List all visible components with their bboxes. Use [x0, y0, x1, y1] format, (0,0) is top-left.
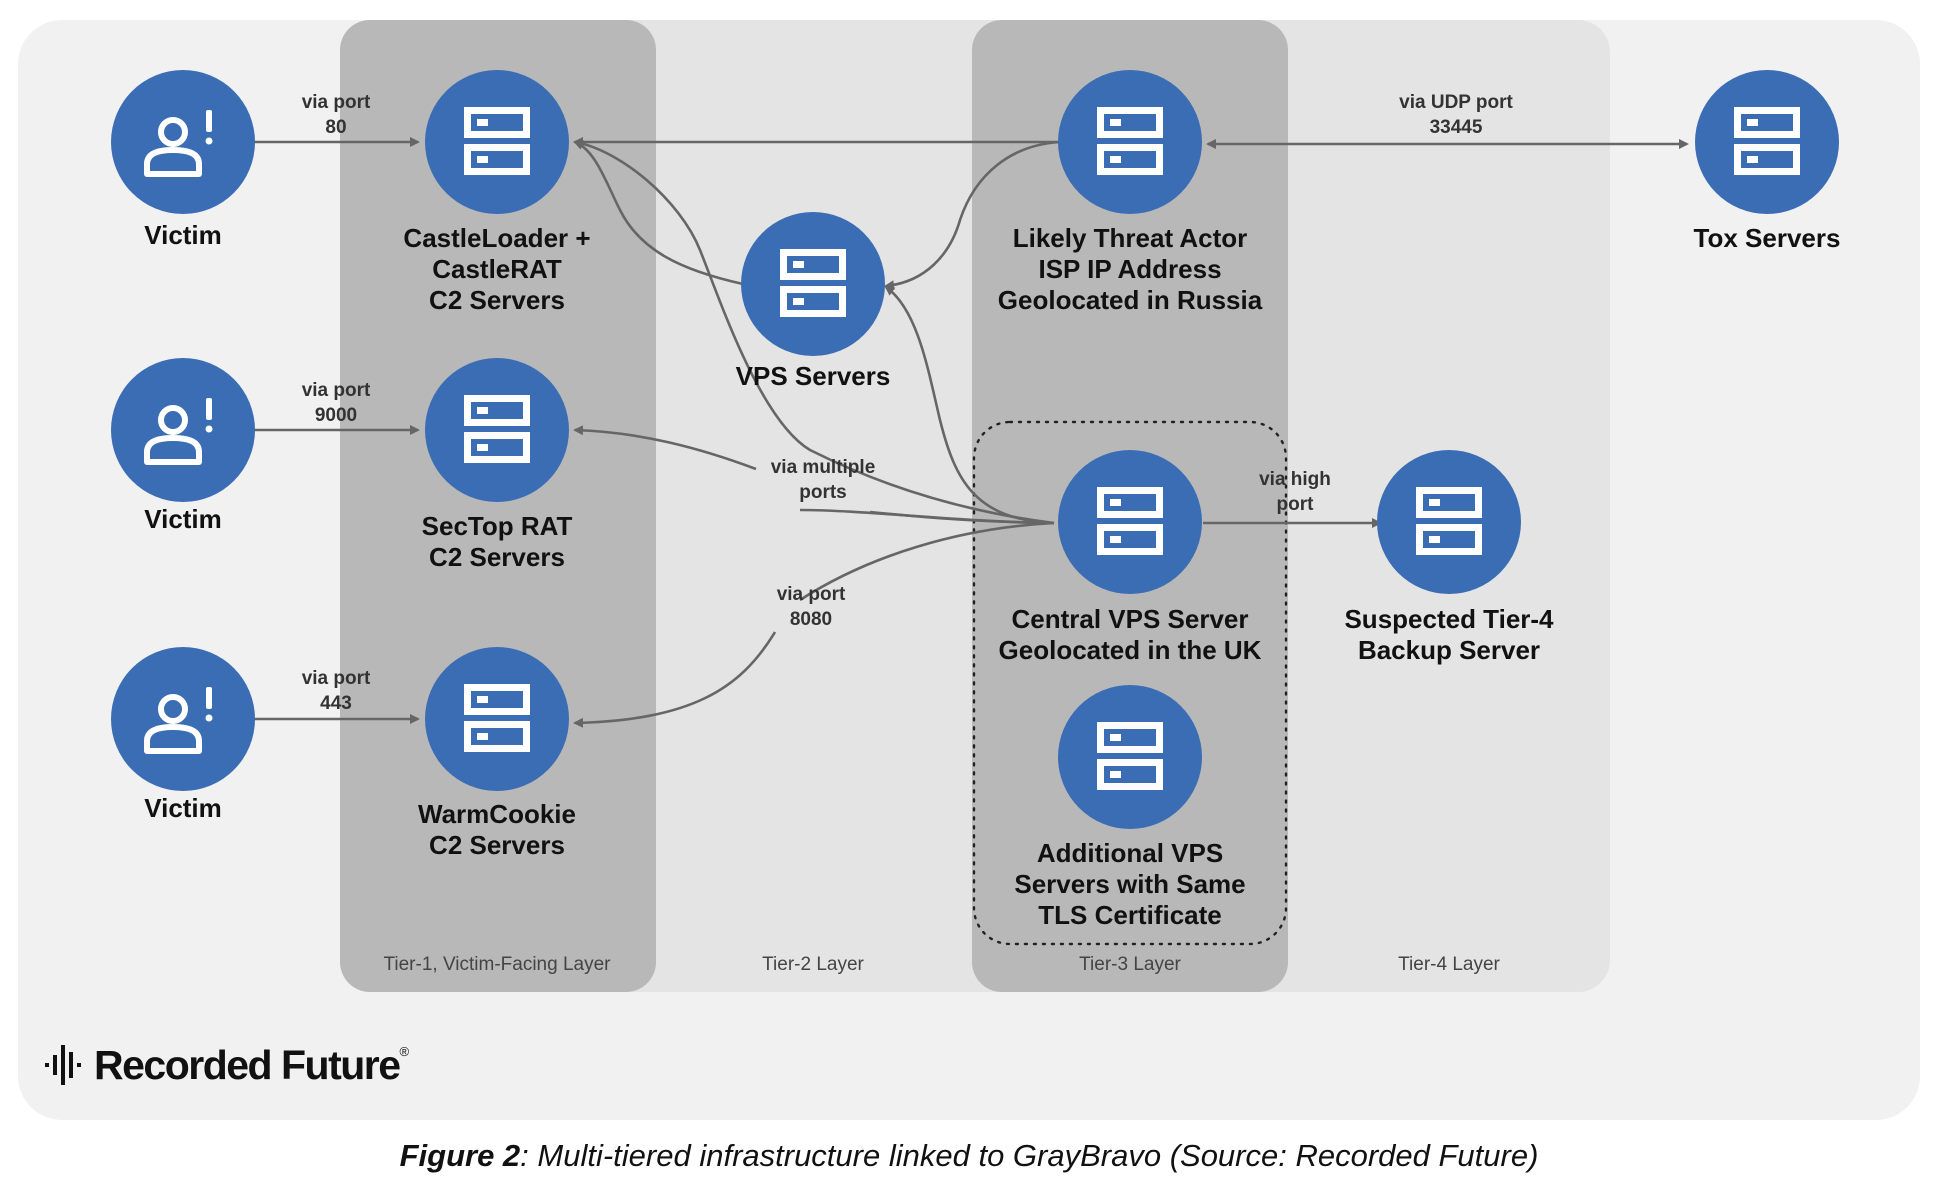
tox-servers-node: Tox Servers — [1694, 70, 1841, 253]
edge-central-castle — [574, 140, 1055, 525]
tls-cluster-border — [972, 420, 1288, 946]
tier3-label: Tier-3 Layer — [1079, 954, 1181, 975]
tier2-label: Tier-2 Layer — [762, 954, 864, 975]
logo-text: Recorded Future — [94, 1041, 401, 1088]
edge-central-8080 — [799, 521, 1055, 602]
victim-node-2: Victim — [111, 358, 255, 534]
edge-central-vps — [884, 285, 1055, 525]
recorded-future-mark-icon — [45, 1045, 81, 1085]
edge-multiple-sectop — [573, 425, 757, 471]
svg-text:Victim: Victim — [144, 504, 222, 534]
victim-node-1: Victim — [111, 70, 255, 250]
tier1-band — [340, 20, 656, 992]
edge-8080-warmcookie — [573, 631, 777, 728]
tier4-label: Tier-4 Layer — [1398, 954, 1500, 975]
svg-text:VPS Servers: VPS Servers — [736, 361, 891, 391]
caption-figure-number: Figure 2 — [399, 1138, 521, 1173]
logo-registered-mark: ® — [399, 1044, 410, 1059]
figure-caption: Figure 2: Multi-tiered infrastructure li… — [0, 1138, 1938, 1174]
svg-text:Victim: Victim — [144, 220, 222, 250]
svg-text:Tox Servers: Tox Servers — [1694, 223, 1841, 253]
vps-servers-node: VPS Servers — [736, 212, 891, 391]
recorded-future-logo: Recorded Future ® — [44, 1040, 409, 1090]
caption-text: : Multi-tiered infrastructure linked to … — [520, 1138, 1539, 1173]
edge-threat-vps — [884, 140, 1061, 291]
victim-node-3: Victim — [111, 647, 255, 823]
edge-central-lower — [799, 508, 1055, 525]
tier1-label: Tier-1, Victim-Facing Layer — [383, 954, 611, 975]
svg-text:Victim: Victim — [144, 793, 222, 823]
edge-vps-castle — [573, 140, 744, 286]
